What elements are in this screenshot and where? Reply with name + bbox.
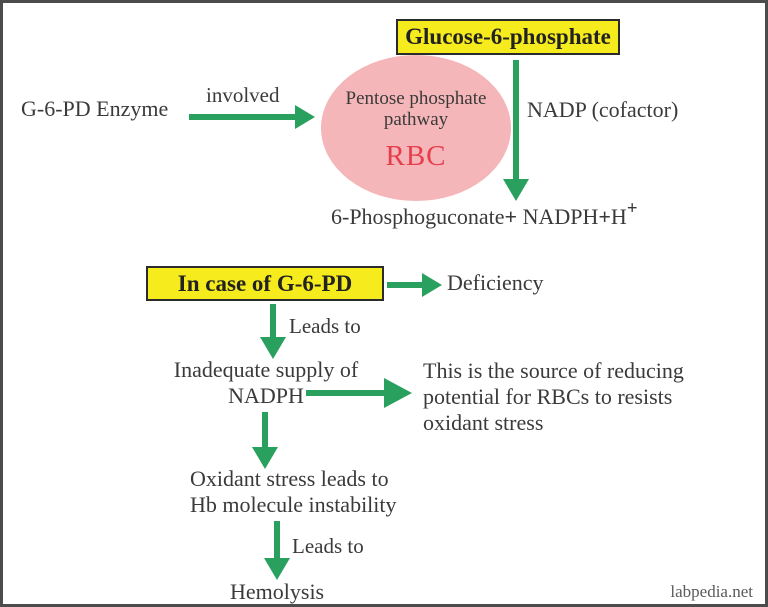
- reducing-potential-line1: This is the source of reducing: [423, 358, 684, 383]
- glucose-6-phosphate-label: Glucose-6-phosphate: [405, 24, 611, 49]
- involved-label: involved: [206, 83, 280, 107]
- rbc-label: RBC: [385, 140, 447, 173]
- in-case-g6pd-box: In case of G-6-PD: [146, 266, 384, 301]
- leads-to-arrow-2: [274, 521, 280, 558]
- nadp-arrow: [513, 60, 519, 179]
- plus-sign-2: +: [598, 204, 611, 229]
- inadequate-supply-line1: Inadequate supply of: [173, 357, 359, 382]
- reducing-potential-block: This is the source of reducing potential…: [423, 358, 684, 436]
- watermark: labpedia.net: [670, 582, 753, 601]
- plus-sign-1: +: [504, 204, 518, 229]
- oxidant-stress-arrow: [262, 412, 268, 447]
- oxidant-stress-line2: Hb molecule instability: [190, 491, 397, 517]
- deficiency-label: Deficiency: [447, 270, 544, 295]
- enzyme-label: G-6-PD Enzyme: [21, 96, 169, 121]
- h-superscript-plus: +: [626, 197, 638, 219]
- nadp-cofactor-label: NADP (cofactor): [527, 97, 679, 122]
- product-h: H: [610, 204, 627, 229]
- pentose-pathway-line1: Pentose phosphate: [345, 87, 487, 109]
- leads-to-label-1: Leads to: [289, 314, 361, 338]
- leads-to-arrow-1: [270, 304, 276, 337]
- in-case-g6pd-label: In case of G-6-PD: [177, 270, 353, 296]
- hemolysis-label: Hemolysis: [230, 579, 325, 604]
- reaction-products: 6-Phosphoguconate+ NADPH+H+: [331, 198, 637, 230]
- inadequate-supply-line2: NADPH: [228, 382, 304, 408]
- glucose-6-phosphate-box: Glucose-6-phosphate: [396, 19, 620, 55]
- leads-to-label-2: Leads to: [292, 534, 364, 558]
- reducing-potential-line3: oxidant stress: [423, 409, 544, 435]
- involved-arrow: [189, 114, 295, 120]
- product-phosphoguconate: 6-Phosphoguconate: [331, 204, 505, 229]
- rbc-circle: Pentose phosphate pathway RBC: [321, 55, 511, 201]
- inadequate-supply-block: Inadequate supply of NADPH: [173, 357, 359, 409]
- oxidant-stress-block: Oxidant stress leads to Hb molecule inst…: [190, 466, 397, 518]
- pentose-pathway-line2: pathway: [383, 108, 449, 130]
- reducing-potential-arrow: [306, 390, 384, 396]
- oxidant-stress-line1: Oxidant stress leads to: [190, 466, 389, 491]
- deficiency-arrow: [387, 282, 422, 288]
- reducing-potential-line2: potential for RBCs to resists: [423, 383, 673, 409]
- product-nadph: NADPH: [517, 204, 599, 229]
